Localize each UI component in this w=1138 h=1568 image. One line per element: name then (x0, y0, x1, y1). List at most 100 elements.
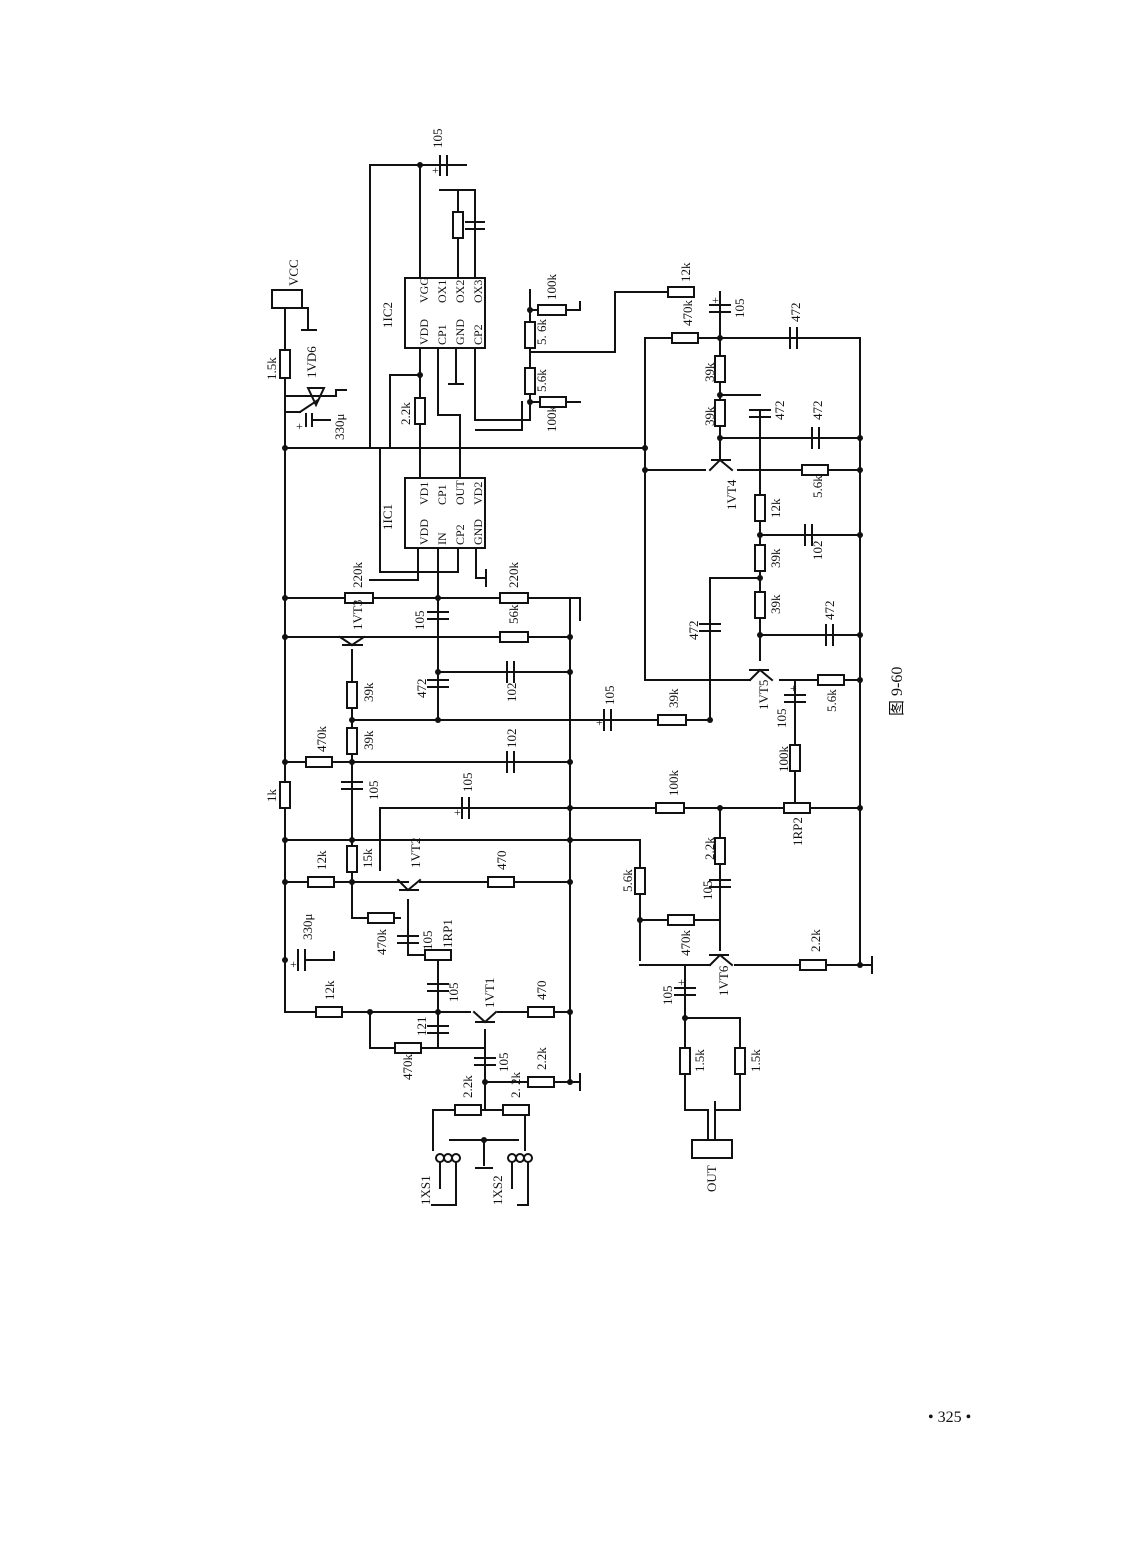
transistor-1vt6: 1VT6 (708, 953, 734, 996)
svg-text:39k: 39k (361, 730, 376, 750)
resistor-2-2k-jack1: 2.2k (454, 1075, 482, 1116)
svg-text:2.2k: 2.2k (460, 1075, 475, 1098)
svg-text:105: 105 (496, 1053, 511, 1073)
capacitor-330u-supply: + 330μ (296, 413, 347, 440)
svg-text:121: 121 (414, 1017, 429, 1037)
svg-text:15k: 15k (360, 848, 375, 868)
svg-text:472: 472 (822, 601, 837, 621)
svg-text:5. 6k: 5. 6k (534, 319, 549, 346)
svg-text:1VD6: 1VD6 (304, 346, 319, 378)
svg-text:OUT: OUT (704, 1165, 719, 1192)
ic2-pin-vgg: VGG (417, 277, 431, 303)
svg-text:39k: 39k (702, 406, 717, 426)
svg-text:39k: 39k (666, 688, 681, 708)
ic2-pin-cp2: CP2 (471, 324, 485, 345)
ic1-pin-vd2: VD2 (471, 482, 485, 505)
ground-symbol-vt1 (569, 1073, 581, 1091)
ic-1ic2: 1IC2 VDD CP1 GND CP2 VGG OX1 OX2 OX3 (380, 277, 486, 349)
svg-text:5.6k: 5.6k (810, 475, 825, 498)
svg-text:105: 105 (732, 299, 747, 319)
svg-text:39k: 39k (702, 362, 717, 382)
resistor-100k-mid: 100k (539, 396, 567, 432)
svg-text:470k: 470k (374, 929, 389, 956)
svg-text:+: + (454, 805, 461, 819)
transistor-1vt2: 1VT2 (396, 838, 423, 892)
resistor-2-2k-ic: 2.2k (398, 397, 426, 425)
resistor-470-vt1: 470 (527, 981, 555, 1018)
svg-text:100k: 100k (666, 770, 681, 797)
resistor-1-5k-supply: 1.5k (264, 349, 291, 380)
transistor-1vt5: 1VT5 (748, 668, 774, 710)
ic2-pin-ox2: OX2 (453, 280, 467, 303)
page-number: • 325 • (928, 1409, 971, 1426)
resistor-470k-vt4: 470k (671, 300, 699, 344)
svg-text:+: + (712, 293, 719, 307)
resistor-220k-right: 220k (499, 562, 529, 604)
svg-text:39k: 39k (768, 594, 783, 614)
svg-text:472: 472 (788, 303, 803, 323)
resistor-39k-b: 39k (346, 727, 376, 755)
svg-text:2.2k: 2.2k (808, 929, 823, 952)
resistor-2-2k-jack2: 2. 2k (502, 1072, 530, 1116)
resistor-39k-vt5-a: 39k (754, 544, 783, 572)
resistor-470-vt2: 470 (487, 851, 515, 888)
ic1-pin-cp2: CP2 (453, 524, 467, 545)
ic2-pin-ox3: OX3 (471, 280, 485, 303)
ic1-pin-gnd: GND (471, 519, 485, 545)
resistor-39k-vt4-a: 39k (702, 355, 726, 383)
ic2-pin-vdd: VDD (417, 319, 431, 345)
transistor-1vt4: 1VT4 (708, 458, 739, 510)
output-terminal: OUT (691, 1139, 733, 1192)
capacitor-105-vt6-out: + 105 (660, 975, 696, 1005)
svg-text:470k: 470k (678, 930, 693, 957)
capacitor-472-vt3: 472 (414, 679, 449, 699)
svg-text:+: + (678, 975, 685, 989)
svg-text:1.5k: 1.5k (264, 357, 279, 380)
resistor-220k-left: 220k (344, 562, 374, 604)
svg-text:105: 105 (700, 881, 715, 901)
svg-text:39k: 39k (768, 548, 783, 568)
svg-text:1.5k: 1.5k (748, 1049, 763, 1072)
ic2-pin-gnd: GND (453, 319, 467, 345)
svg-text:105: 105 (446, 983, 461, 1003)
capacitor-105-vt4: + 105 (709, 293, 747, 319)
ic1-pin-cp1: CP1 (435, 484, 449, 505)
svg-text:12k: 12k (322, 980, 337, 1000)
svg-text:472: 472 (414, 679, 429, 699)
svg-text:102: 102 (504, 729, 519, 749)
svg-text:1k: 1k (264, 789, 279, 803)
svg-text:5.6k: 5.6k (534, 369, 549, 392)
svg-text:1RP1: 1RP1 (440, 919, 455, 948)
svg-text:472: 472 (686, 621, 701, 641)
resistor-2-2k-vt6-top: 2.2k (702, 837, 726, 865)
svg-text:2. 2k: 2. 2k (508, 1072, 523, 1099)
resistor-1k: 1k (264, 781, 291, 809)
capacitor-102-vt4: 102 (804, 524, 825, 560)
resistor-15k: 15k (346, 845, 375, 873)
svg-text:1XS1: 1XS1 (418, 1175, 433, 1205)
resistor-12k-vt2: 12k (307, 850, 335, 888)
resistor-5-6k-vt6: 5.6k (620, 867, 646, 895)
svg-text:56k: 56k (506, 604, 521, 624)
ic-1ic1: 1IC1 VDD IN CP2 GND VD1 CP1 OUT VD2 (380, 477, 486, 549)
capacitor-105-vt1-base: 105 (427, 983, 461, 1003)
ic2-label: 1IC2 (380, 302, 395, 328)
resistor-5-6k-vt4: 5.6k (801, 464, 829, 498)
ic2-oscillator-rc (452, 211, 485, 239)
svg-text:1VT1: 1VT1 (482, 978, 497, 1008)
resistor-2-2k-vt1: 2.2k (527, 1047, 555, 1088)
resistor-2-2k-vt6: 2.2k (799, 929, 827, 971)
svg-text:5.6k: 5.6k (824, 689, 839, 712)
svg-text:220k: 220k (506, 562, 521, 589)
resistor-5-6k-mid: 5.6k (524, 367, 549, 395)
ic2-pin-cp1: CP1 (435, 324, 449, 345)
potentiometer-1rp1: 1RP1 (424, 919, 455, 961)
resistor-5-6k-top: 5. 6k (524, 319, 549, 349)
svg-text:1XS2: 1XS2 (490, 1175, 505, 1205)
svg-text:12k: 12k (768, 498, 783, 518)
resistor-100k-vt5: 100k (776, 744, 801, 772)
svg-text:472: 472 (772, 401, 787, 421)
resistor-470k-vt1: 470k (394, 1042, 422, 1080)
resistor-470k-vt2: 470k (367, 912, 395, 956)
resistor-1-5k-out-right: 1.5k (734, 1047, 763, 1075)
